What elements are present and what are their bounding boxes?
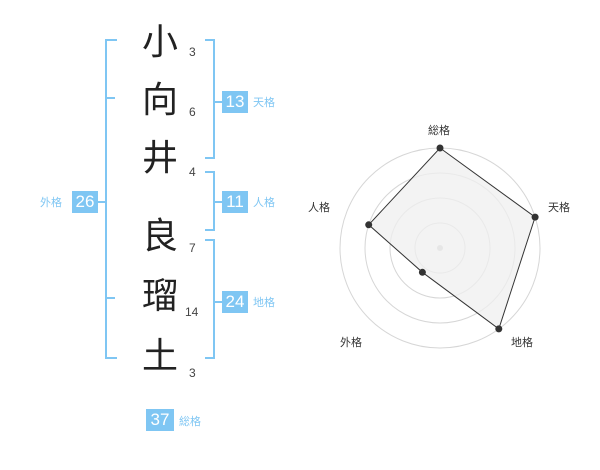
gaikaku-label: 外格 <box>40 196 62 209</box>
name-char-2: 向 <box>141 80 178 121</box>
soukaku-value: 37 <box>146 409 174 431</box>
name-char-5: 瑠 <box>141 276 178 317</box>
stroke-count-4: 7 <box>189 241 196 255</box>
stroke-count-5: 14 <box>185 305 199 319</box>
jinkaku-bracket <box>205 171 215 231</box>
radar-chart <box>339 144 541 349</box>
radar-label-gaikaku: 外格 <box>340 336 362 349</box>
radar-label-soukaku: 総格 <box>428 124 450 137</box>
soukaku-label: 総格 <box>179 415 201 428</box>
stroke-count-1: 3 <box>189 45 196 59</box>
radar-area <box>367 147 536 330</box>
chikaku-label: 地格 <box>253 296 275 309</box>
chikaku-bracket <box>205 239 215 359</box>
chikaku-value: 24 <box>222 291 248 313</box>
stroke-count-2: 6 <box>189 105 196 119</box>
radar-point-5 <box>365 221 373 229</box>
stroke-count-6: 3 <box>189 366 196 380</box>
radar-label-tenkaku: 天格 <box>548 201 570 214</box>
jinkaku-label: 人格 <box>253 196 275 209</box>
radar-point-3 <box>495 325 503 333</box>
radar-point-1 <box>436 144 444 152</box>
radar-point-4 <box>418 268 426 276</box>
radar-points <box>365 144 539 333</box>
jinkaku-value: 11 <box>222 191 248 213</box>
name-char-3: 井 <box>141 138 178 179</box>
bracket-lines <box>95 39 222 359</box>
name-char-4: 良 <box>141 216 178 257</box>
stroke-count-3: 4 <box>189 165 196 179</box>
name-char-6: 土 <box>141 336 178 377</box>
radar-point-2 <box>531 213 539 221</box>
gaikaku-bracket <box>105 39 117 359</box>
radar-label-chikaku: 地格 <box>511 336 533 349</box>
tenkaku-label: 天格 <box>253 96 275 109</box>
gaikaku-value: 26 <box>72 191 98 213</box>
tenkaku-bracket <box>205 39 215 159</box>
radar-label-jinkaku: 人格 <box>308 201 330 214</box>
tenkaku-value: 13 <box>222 91 248 113</box>
name-char-1: 小 <box>141 22 178 63</box>
